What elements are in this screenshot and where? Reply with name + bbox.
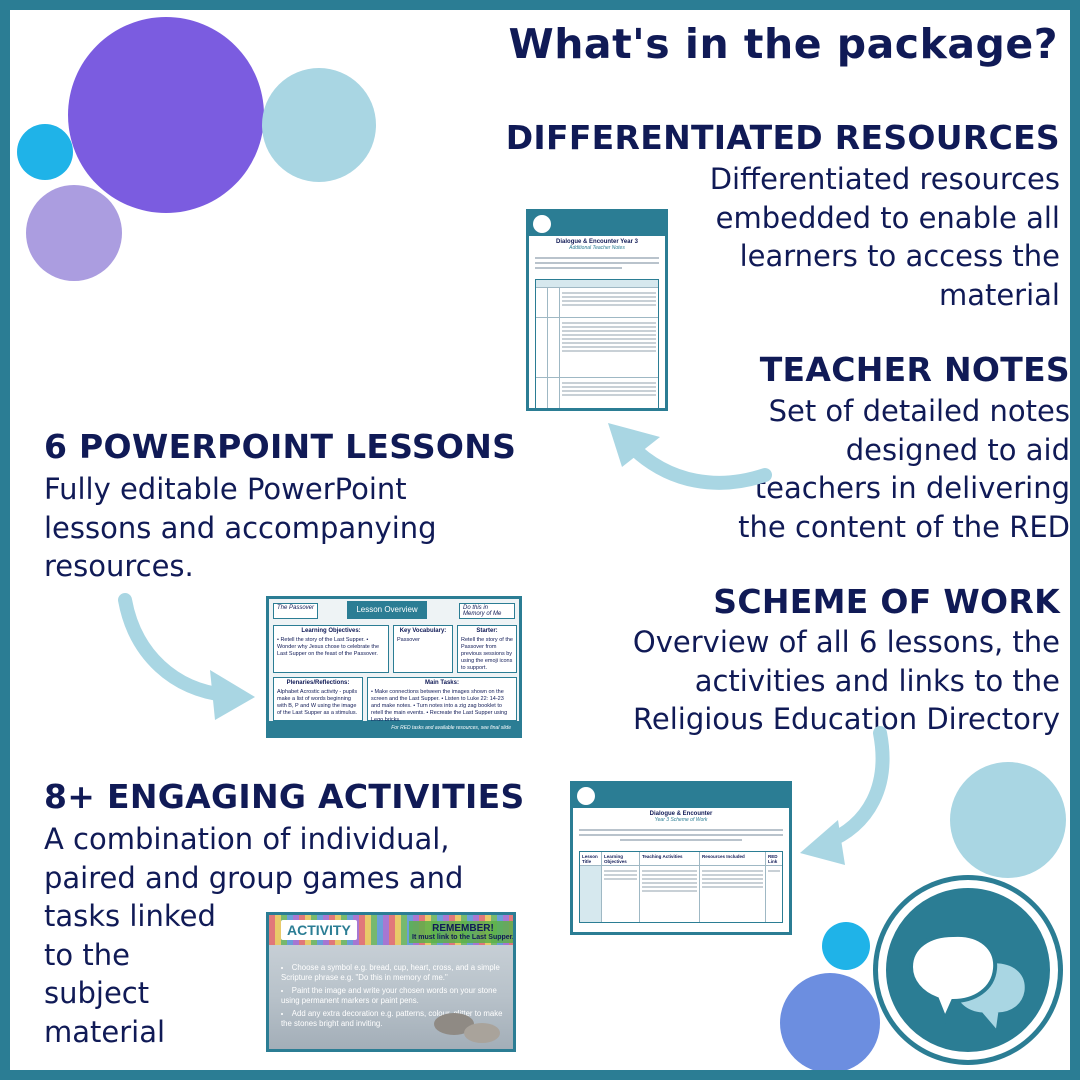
scheme-doc-table: Lesson Title Learning Objectives Teachin…	[579, 851, 783, 923]
activity-step: Add any extra decoration e.g. patterns, …	[281, 1009, 506, 1029]
activity-label: ACTIVITY	[281, 920, 357, 940]
activity-slide-thumbnail: ACTIVITY REMEMBER! It must link to the L…	[266, 912, 516, 1052]
lesson-overview-thumbnail: The Passover Lesson Overview Do this in …	[266, 596, 522, 738]
doc-header	[529, 212, 665, 236]
chat-badge	[878, 880, 1058, 1060]
decor-circle-skyblue-small	[17, 124, 73, 180]
scheme-doc-intro-lines	[573, 823, 789, 847]
teacher-notes-line: the content of the RED	[738, 509, 1070, 544]
starter-text: Retell the story of the Passover from pr…	[461, 637, 513, 671]
powerpoint-line: resources.	[44, 549, 194, 583]
speech-bubbles-icon	[908, 932, 1025, 1029]
scheme-col-header: Resources Included	[700, 852, 766, 865]
scheme-of-work-thumbnail: Dialogue & Encounter Year 3 Scheme of Wo…	[570, 781, 792, 935]
scheme-line: Overview of all 6 lessons, the	[632, 625, 1060, 659]
scheme-doc-subtitle: Year 3 Scheme of Work	[654, 817, 708, 823]
powerpoint-line: lessons and accompanying	[44, 510, 437, 545]
powerpoint-line: Fully editable PowerPoint	[44, 472, 407, 506]
decor-circle-periwinkle	[780, 973, 880, 1070]
differentiated-line: Differentiated resources	[709, 162, 1060, 196]
scheme-heading: SCHEME OF WORK	[713, 582, 1060, 621]
starter-box: Starter: Retell the story of the Passove…	[457, 625, 517, 673]
lesson-overview-banner: Lesson Overview	[347, 601, 427, 619]
activities-line: A combination of individual,	[44, 822, 450, 856]
differentiated-line: embedded to enable all	[715, 200, 1060, 235]
teacher-notes-line: teachers in delivering	[754, 471, 1070, 505]
doc-intro-lines	[529, 251, 665, 275]
decor-circle-purple	[68, 17, 264, 213]
lesson-overview-footer: For RED tasks and available resources, s…	[269, 721, 519, 735]
lesson-memory-tag: Do this in Memory of Me	[459, 603, 515, 619]
objectives-box: Learning Objectives: • Retell the story …	[273, 625, 389, 673]
activities-line: to the	[44, 937, 130, 972]
remember-title: REMEMBER!	[432, 923, 494, 934]
scheme-col-header: Teaching Activities	[640, 852, 700, 865]
remember-text: It must link to the Last Supper.	[412, 934, 514, 941]
page-title: What's in the package?	[508, 20, 1058, 68]
activities-line: paired and group games and	[44, 860, 464, 895]
objectives-title: Learning Objectives:	[301, 628, 361, 634]
teacher-notes-thumbnail: Dialogue & Encounter Year 3 Additional T…	[526, 209, 668, 411]
lesson-topic-tag: The Passover	[273, 603, 319, 619]
curved-arrow-icon	[608, 423, 772, 490]
vocab-title: Key Vocabulary:	[399, 628, 447, 634]
powerpoint-heading: 6 POWERPOINT LESSONS	[44, 427, 517, 466]
remember-box: REMEMBER! It must link to the Last Suppe…	[409, 921, 514, 943]
plenaries-text: Alphabet Acrostic activity - pupils make…	[277, 689, 358, 716]
scheme-col-header: RED Link	[768, 854, 778, 864]
differentiated-line: learners to access the	[739, 239, 1060, 273]
decor-circle-lightblue-bottom	[950, 762, 1066, 878]
main-tasks-box: Main Tasks: • Make connections between t…	[367, 677, 517, 723]
scheme-text: Overview of all 6 lessons, the activitie…	[570, 623, 1060, 739]
vocab-box: Key Vocabulary: Passover	[393, 625, 453, 673]
scheme-col-header: Learning Objectives	[602, 852, 640, 865]
stone-image	[464, 1023, 500, 1043]
activities-heading: 8+ ENGAGING ACTIVITIES	[44, 777, 525, 816]
scheme-line: Religious Education Directory	[633, 702, 1060, 736]
logo-icon	[577, 787, 595, 805]
activities-line: material	[44, 1014, 166, 1049]
differentiated-heading: DIFFERENTIATED RESOURCES	[505, 118, 1060, 157]
doc-header	[573, 784, 789, 808]
teacher-notes-text: Set of detailed notes designed to aid te…	[650, 392, 1070, 546]
activity-step: Choose a symbol e.g. bread, cup, heart, …	[281, 963, 506, 983]
differentiated-line: material	[938, 277, 1060, 312]
main-tasks-title: Main Tasks:	[425, 680, 459, 686]
vocab-text: Passover	[397, 637, 420, 643]
plenaries-title: Plenaries/Reflections:	[286, 680, 350, 686]
teacher-notes-heading: TEACHER NOTES	[759, 350, 1070, 389]
main-tasks-text: • Make connections between the images sh…	[371, 689, 508, 723]
activity-steps: Choose a symbol e.g. bread, cup, heart, …	[281, 963, 506, 1032]
teacher-notes-line: designed to aid	[845, 432, 1070, 467]
powerpoint-text: Fully editable PowerPoint lessons and ac…	[44, 470, 504, 586]
curved-arrow-icon	[118, 593, 255, 720]
starter-title: Starter:	[476, 628, 498, 634]
scheme-line: activities and links to the	[694, 663, 1060, 698]
doc-table	[535, 279, 659, 408]
logo-icon	[533, 215, 551, 233]
differentiated-text: Differentiated resources embedded to ena…	[610, 160, 1060, 314]
teacher-notes-line: Set of detailed notes	[768, 394, 1070, 428]
doc-title: Dialogue & Encounter Year 3	[556, 239, 638, 245]
decor-circle-skyblue-bottom	[822, 922, 870, 970]
curved-arrow-icon	[800, 726, 890, 865]
doc-subtitle: Additional Teacher Notes	[569, 245, 625, 251]
plenaries-box: Plenaries/Reflections: Alphabet Acrostic…	[273, 677, 363, 721]
activities-line: subject	[44, 976, 150, 1010]
activity-step: Paint the image and write your chosen wo…	[281, 986, 506, 1006]
scheme-col-header: Lesson Title	[580, 852, 602, 865]
activities-line: tasks linked	[44, 899, 216, 933]
scheme-doc-title: Dialogue & Encounter	[649, 811, 713, 817]
objectives-text: • Retell the story of the Last Supper. •…	[277, 637, 380, 657]
activities-text: A combination of individual, paired and …	[44, 820, 474, 1051]
decor-circle-lavender	[26, 185, 122, 281]
decor-circle-lightblue-top	[262, 68, 376, 182]
